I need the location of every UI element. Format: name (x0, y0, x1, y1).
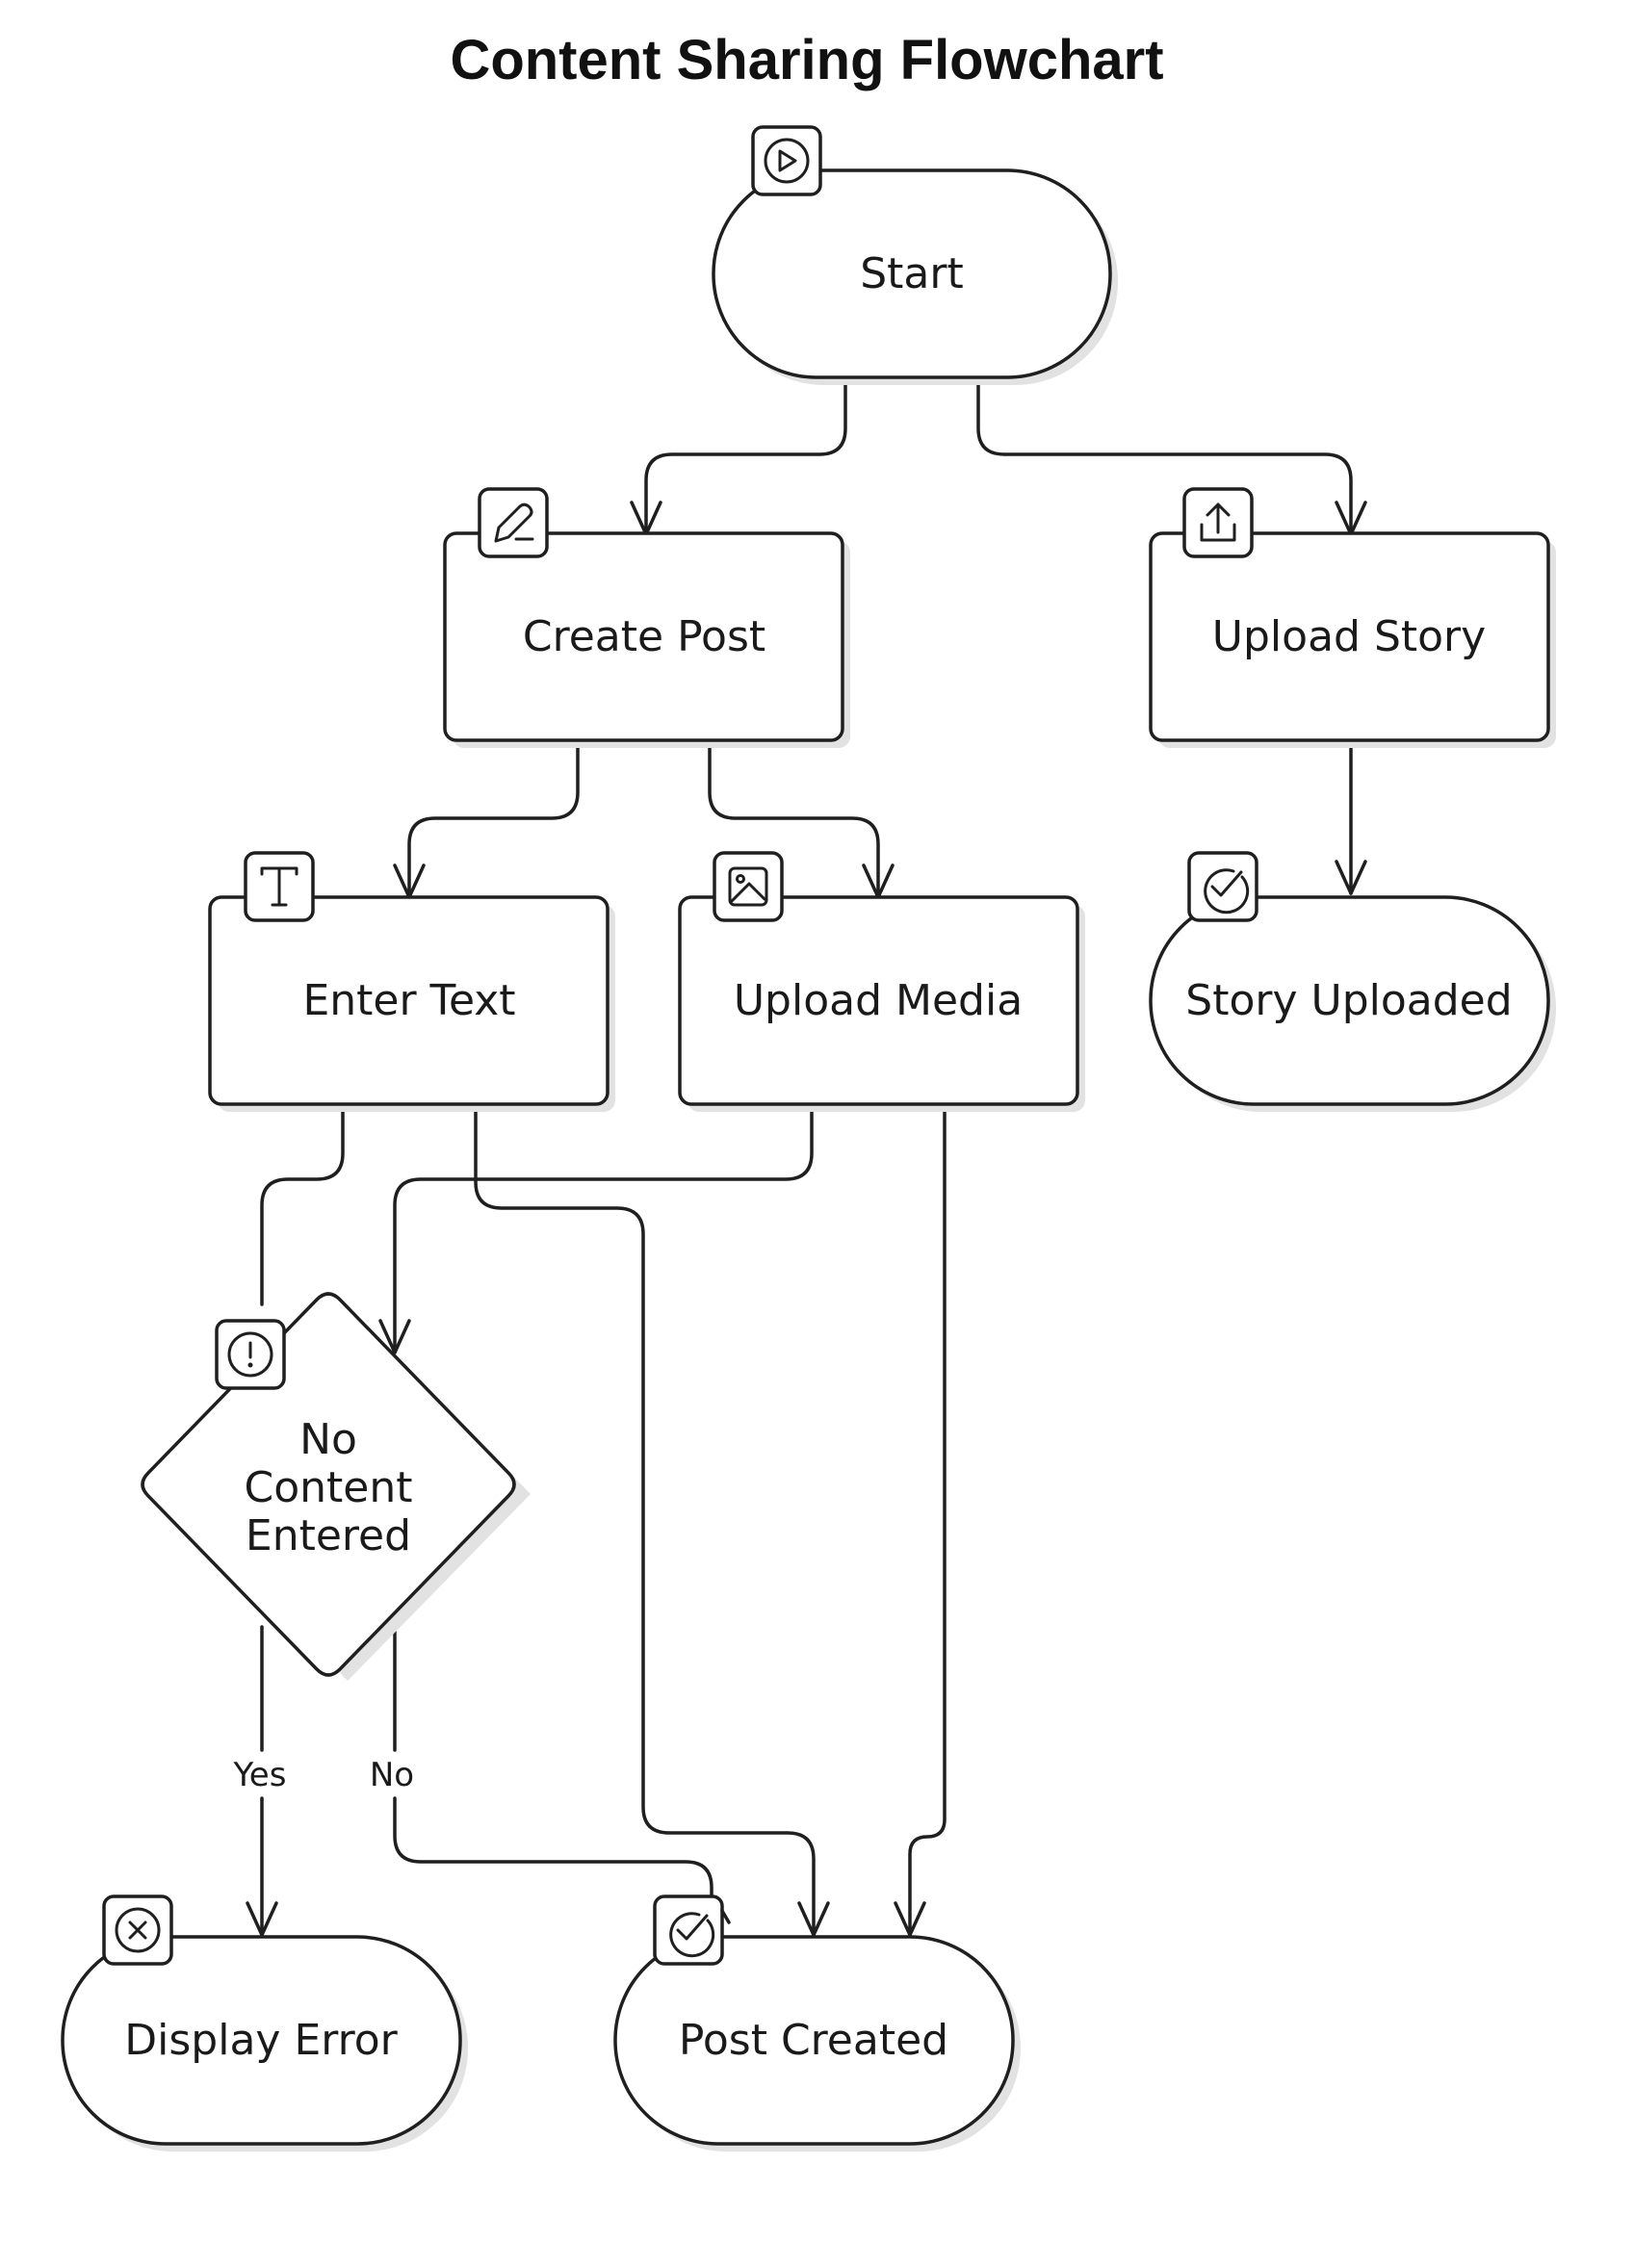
node-no-content-label-line2: Content (245, 1463, 413, 1512)
node-no-content-label-line1: No (299, 1415, 357, 1464)
edge-label-yes: Yes (233, 1756, 287, 1794)
node-story-uploaded[interactable]: Story Uploaded (1149, 895, 1556, 1112)
upload-icon (1182, 487, 1254, 558)
edge-upload-media-to-no-content (393, 1102, 814, 1354)
diagram-title: Content Sharing Flowchart (450, 29, 1163, 91)
edge-create-post-to-upload-media (708, 737, 880, 899)
edge-no-content-to-post-created-lower (393, 1796, 713, 1903)
edge-label-no: No (370, 1756, 414, 1794)
node-upload-media-label: Upload Media (734, 976, 1023, 1025)
edge-enter-text-to-no-content (260, 1102, 345, 1306)
node-enter-text-label: Enter Text (302, 976, 515, 1025)
arrowhead (246, 1901, 278, 1937)
node-display-error[interactable]: Display Error (61, 1935, 468, 2152)
edge-start-to-upload-story (976, 378, 1353, 536)
node-post-created[interactable]: Post Created (613, 1935, 1021, 2152)
pencil-icon (478, 487, 549, 558)
text-icon (244, 851, 315, 922)
arrowhead (1335, 860, 1367, 895)
node-start[interactable]: Start (712, 168, 1118, 385)
image-icon (713, 851, 784, 922)
node-display-error-label: Display Error (124, 2016, 398, 2065)
node-upload-story[interactable]: Upload Story (1149, 531, 1556, 748)
arrowhead (894, 1901, 926, 1937)
node-enter-text[interactable]: Enter Text (208, 895, 615, 1112)
arrowhead (378, 1319, 411, 1354)
edge-create-post-to-enter-text (407, 737, 580, 899)
node-start-label: Start (860, 249, 964, 298)
node-create-post[interactable]: Create Post (443, 531, 850, 748)
node-no-content-entered[interactable]: No Content Entered (141, 1292, 531, 1681)
node-upload-story-label: Upload Story (1212, 612, 1486, 661)
node-create-post-label: Create Post (523, 612, 765, 661)
edge-enter-text-to-post-created (474, 1102, 816, 1937)
edges (246, 378, 1367, 1937)
edge-start-to-create-post (644, 378, 847, 536)
check-circle-icon (1187, 851, 1258, 922)
node-story-uploaded-label: Story Uploaded (1185, 976, 1512, 1025)
node-post-created-label: Post Created (679, 2016, 948, 2065)
arrowhead (720, 1909, 731, 1924)
play-icon (751, 125, 822, 196)
check-circle-icon (653, 1894, 724, 1966)
node-upload-media[interactable]: Upload Media (678, 895, 1085, 1112)
x-circle-icon (102, 1894, 173, 1966)
arrowhead (797, 1901, 830, 1937)
edge-upload-media-to-post-created (908, 1102, 947, 1937)
alert-circle-icon (215, 1319, 286, 1390)
node-no-content-label-line3: Entered (246, 1511, 411, 1560)
